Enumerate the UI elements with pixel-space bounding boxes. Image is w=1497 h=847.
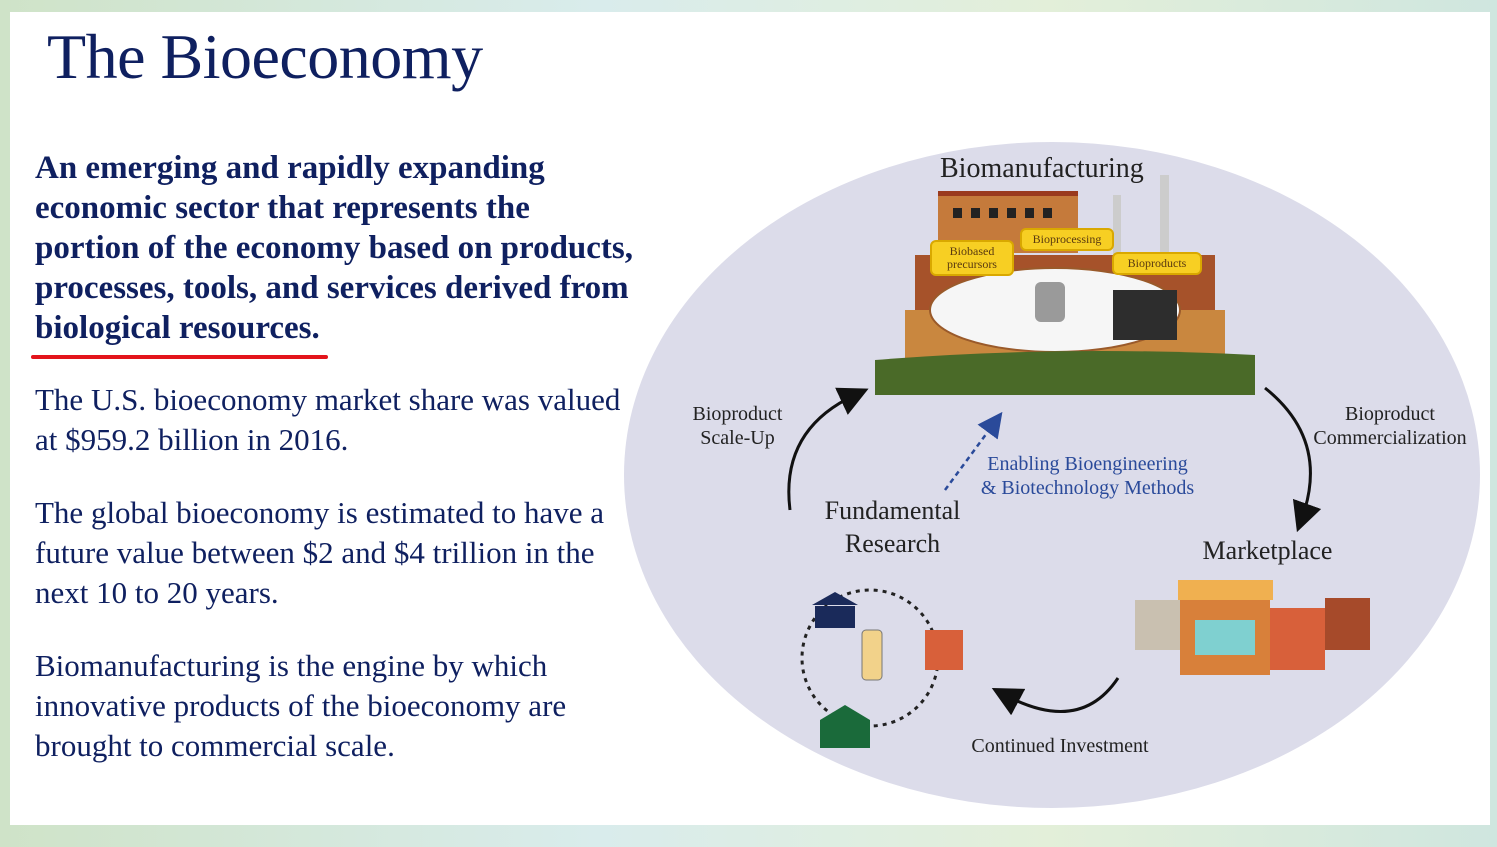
scale-up-arrow — [787, 387, 869, 511]
investment-arrow — [991, 677, 1120, 716]
lead-definition: An emerging and rapidly expanding econom… — [31, 148, 635, 359]
commercialization-line2: Commercialization — [1313, 427, 1467, 449]
lead-highlight: biological resources. — [31, 310, 328, 359]
enabling-line1: Enabling Bioengineering — [987, 453, 1188, 475]
commercialization-line1: Bioproduct — [1345, 403, 1435, 425]
fundamental-line2: Research — [844, 529, 941, 558]
enabling-line2: & Biotechnology Methods — [980, 477, 1195, 499]
factory-illustration — [875, 175, 1255, 395]
bank-icon — [812, 592, 858, 628]
tag-bioprocessing: Bioprocessing — [1020, 228, 1114, 252]
fundamental-line1: Fundamental — [824, 496, 961, 525]
tag-biobased-precursors: Biobased precursors — [930, 240, 1014, 277]
label-commercialization: Bioproduct Commercialization — [1310, 402, 1470, 450]
label-biomanufacturing: Biomanufacturing — [940, 153, 1144, 184]
paragraph-us-market: The U.S. bioeconomy market share was val… — [35, 382, 621, 457]
label-continued-investment: Continued Investment — [971, 735, 1149, 757]
slide-title: The Bioeconomy — [47, 21, 483, 92]
label-fundamental-research: Fundamental Research — [815, 494, 970, 560]
label-marketplace: Marketplace — [1202, 536, 1333, 565]
paragraph-global-value: The global bioeconomy is estimated to ha… — [35, 495, 605, 610]
tag-bioproducts: Bioproducts — [1112, 252, 1202, 276]
commercialization-arrow — [1264, 386, 1322, 533]
paragraph-biomanufacturing: Biomanufacturing is the engine by which … — [35, 648, 567, 763]
scale-up-line1: Bioproduct — [692, 403, 783, 425]
marketplace-illustration — [1135, 580, 1370, 675]
school-icon — [820, 705, 870, 748]
label-enabling-methods: Enabling Bioengineering & Biotechnology … — [975, 452, 1200, 500]
label-scale-up: Bioproduct Scale-Up — [680, 402, 795, 450]
scale-up-line2: Scale-Up — [700, 427, 775, 449]
city-building-icon — [925, 630, 963, 670]
lead-text: An emerging and rapidly expanding econom… — [35, 150, 634, 306]
